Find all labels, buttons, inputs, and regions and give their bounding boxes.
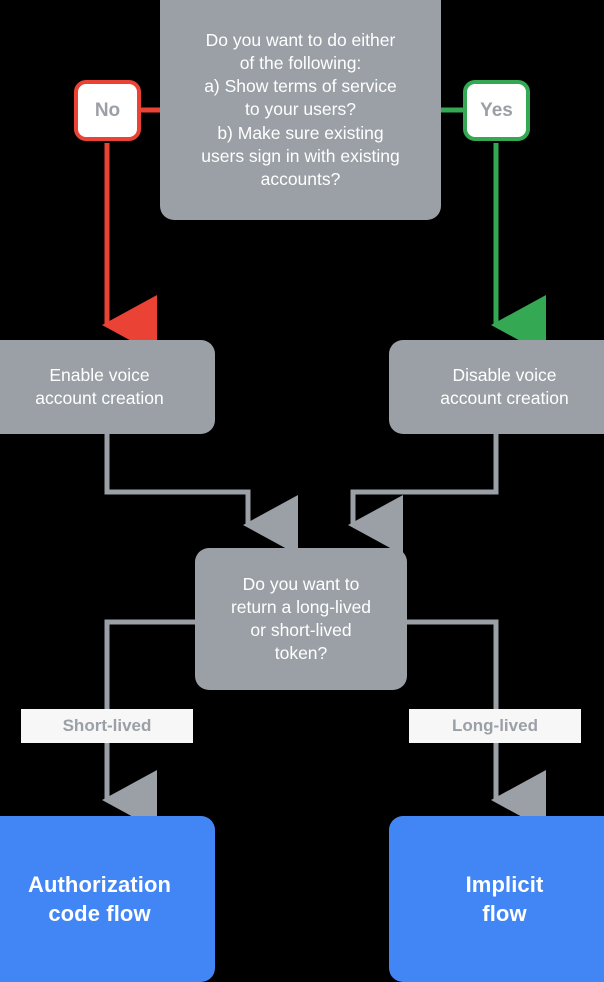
edge-label-long-lived: Long-lived: [409, 709, 581, 743]
node-enable-voice-account-creation[interactable]: Enable voice account creation: [0, 340, 215, 434]
edge-disable-voice-to-token-question: [348, 434, 499, 555]
authorization-code-flow-line-1: Authorization: [27, 871, 172, 897]
question-token-line-2: return a long-lived: [230, 596, 372, 617]
node-question-token[interactable]: Do you want to return a long-lived or sh…: [195, 548, 407, 690]
question-top-line-1: Do you want to do either: [205, 30, 396, 51]
long-lived-label-text: Long-lived: [452, 716, 538, 735]
question-token-line-3: or short-lived: [250, 620, 352, 640]
yes-pill-button[interactable]: Yes: [463, 80, 530, 141]
node-question-top[interactable]: Do you want to do either of the followin…: [160, 0, 441, 220]
node-implicit-flow[interactable]: Implicit flow: [389, 816, 604, 982]
question-token-line-1: Do you want to: [242, 573, 360, 594]
short-lived-label-text: Short-lived: [62, 716, 152, 735]
authorization-code-flow-line-2: code flow: [48, 901, 151, 926]
node-authorization-code-flow[interactable]: Authorization code flow: [0, 816, 215, 982]
question-top-line-4: to your users?: [245, 99, 356, 120]
edge-enable-voice-to-token-question: [104, 434, 298, 555]
node-disable-voice-account-creation[interactable]: Disable voice account creation: [389, 340, 604, 434]
disable-voice-line-1: Disable voice: [452, 364, 557, 385]
question-top-line-6: users sign in with existing: [201, 145, 400, 166]
implicit-flow-line-2: flow: [482, 901, 527, 926]
disable-voice-line-2: account creation: [440, 388, 569, 408]
implicit-flow-line-1: Implicit: [465, 871, 544, 897]
question-top-line-2: of the following:: [239, 53, 362, 74]
yes-pill-label: Yes: [480, 99, 513, 121]
question-top-line-3: a) Show terms of service: [204, 76, 397, 97]
no-pill-label: No: [94, 99, 121, 121]
enable-voice-line-2: account creation: [35, 388, 164, 408]
question-top-line-5: b) Make sure existing: [217, 122, 384, 143]
edge-label-short-lived: Short-lived: [21, 709, 193, 743]
no-pill-button[interactable]: No: [74, 80, 141, 141]
enable-voice-line-1: Enable voice: [49, 364, 150, 385]
question-token-line-4: token?: [274, 643, 328, 664]
question-top-line-7: accounts?: [260, 168, 341, 189]
